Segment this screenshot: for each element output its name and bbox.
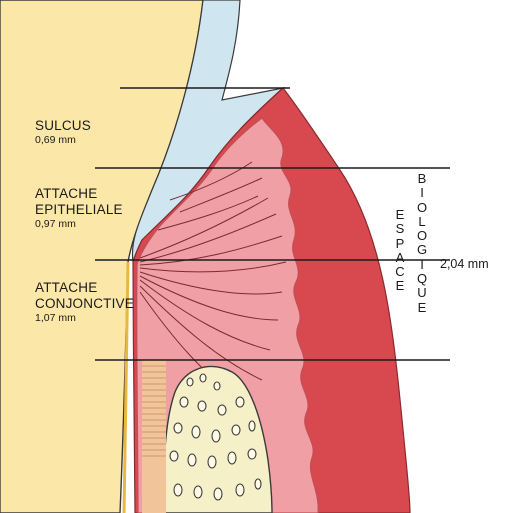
espace-letter-2: S [393, 222, 407, 236]
biologique-letter-3: O [415, 201, 429, 215]
sulcus-value: 0,69 mm [35, 134, 91, 147]
espace-letter-3: P [393, 237, 407, 251]
biologique-letter-6: G [415, 243, 429, 257]
biologique-letter-4: L [415, 215, 429, 229]
espace-letter-1: E [393, 208, 407, 222]
epithelial-attachment-label: ATTACHE EPITHELIALE 0,97 mm [35, 186, 123, 231]
epithelial-title-line2: EPITHELIALE [35, 202, 123, 218]
biologique-letter-1: B [415, 172, 429, 186]
periodontal-ligament [142, 360, 166, 513]
biologique-letter-2: I [415, 186, 429, 200]
biologique-letter-7: I [415, 258, 429, 272]
connective-attachment-label: ATTACHE CONJONCTIVE 1,07 mm [35, 280, 134, 325]
sulcus-title: SULCUS [35, 118, 91, 134]
espace-letter-6: E [393, 279, 407, 293]
espace-letter-4: A [393, 251, 407, 265]
conjunctive-title-line2: CONJONCTIVE [35, 296, 134, 312]
biologique-letter-10: E [415, 301, 429, 315]
biologic-space-value: 2,04 mm [440, 258, 489, 271]
biologique-letter-5: O [415, 229, 429, 243]
conjunctive-title-line1: ATTACHE [35, 280, 134, 296]
biologique-letter-8: Q [415, 272, 429, 286]
espace-letter-5: C [393, 265, 407, 279]
sulcus-label: SULCUS 0,69 mm [35, 118, 91, 147]
biologique-letter-9: U [415, 286, 429, 300]
conjunctive-value: 1,07 mm [35, 312, 134, 325]
epithelial-value: 0,97 mm [35, 218, 123, 231]
epithelial-title-line1: ATTACHE [35, 186, 123, 202]
